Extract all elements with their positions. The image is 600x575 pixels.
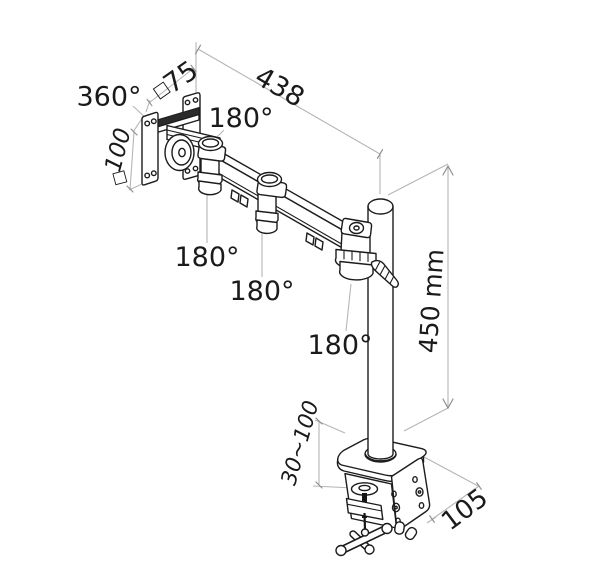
ext-line-clamp-depth (423, 456, 481, 488)
collar-band-lower (338, 260, 374, 281)
ticks-clamp-depth (429, 482, 482, 523)
clamp-screw-assembly (345, 482, 384, 531)
dim-line-clamp-depth (430, 485, 480, 521)
label-swivel-360: 360° (76, 82, 141, 113)
monitor-arm-drawing (141, 92, 431, 557)
ext-line-pole-height-bottom (403, 407, 449, 432)
clamp-screw-pin (363, 512, 367, 531)
pole-joint-housing (334, 217, 377, 281)
grommet-hole-icon (391, 490, 397, 498)
dimension-lines (126, 42, 482, 524)
arm-bar (215, 151, 358, 255)
screw-hole-icon (150, 118, 157, 125)
label-elbow-rotation-180: 180° (174, 242, 239, 273)
dim-line-vesa100 (129, 131, 135, 191)
handle-ball-end (364, 544, 375, 555)
clamp-jaw (345, 497, 384, 521)
elbow-joint (196, 135, 227, 196)
ext-line-clamp-depth-bottom (426, 516, 437, 524)
screw-hole-icon (144, 120, 151, 127)
clamp-feet (394, 521, 418, 541)
clamp-t-handle (335, 522, 393, 557)
dimension-labels: 360° □ 75 438 180° 100 □ 180° 180° 180° … (76, 55, 493, 537)
grommet-hole-icon (391, 502, 401, 513)
tilt-joint (164, 133, 195, 172)
handle-ball-end (335, 544, 347, 557)
screw-hole-icon (184, 168, 191, 174)
housing-dial-icon (348, 221, 365, 235)
screw-hole-icon (192, 97, 199, 103)
leader-pole-180 (345, 283, 352, 332)
ext-line-pole-height-top (387, 163, 449, 196)
handle-hub (360, 528, 370, 537)
dim-line-vesa75 (148, 67, 195, 104)
mid-joint (255, 171, 288, 235)
screw-hole-icon (150, 170, 157, 177)
screw-hole-icon (144, 172, 151, 179)
grommet-hole-icon (415, 487, 424, 497)
tightening-lever (370, 259, 399, 288)
grommet-hole-icon (418, 502, 425, 510)
ticks-vesa75 (146, 64, 197, 107)
label-head-rotation-180: 180° (208, 103, 273, 134)
label-clamp-range-30-100: 30~100 (277, 398, 325, 488)
vesa-plate-front (141, 111, 159, 186)
screw-hole-icon (184, 99, 191, 106)
housing-dial-center (353, 225, 360, 231)
grommet-hole-icon (412, 476, 418, 484)
arrows-pole-height (442, 164, 454, 410)
handle-ball-end (381, 522, 393, 535)
ticks-vesa100 (126, 128, 138, 193)
label-mid-rotation-180: 180° (229, 276, 294, 307)
pole-base-rim (364, 453, 397, 462)
ticks-arm-reach (194, 44, 384, 159)
label-clamp-depth-105: 105 (436, 483, 494, 537)
screw-hole-icon (192, 165, 199, 172)
cable-clips (230, 189, 324, 251)
label-pole-rotation-180: 180° (307, 330, 372, 361)
ticks-clamp-range (315, 417, 323, 489)
label-pole-height-450: 450 mm (413, 248, 449, 354)
ext-line-vesa100-bottom (128, 183, 143, 191)
dim-line-arm-reach (197, 48, 381, 155)
vesa-100-square-icon: □ (110, 165, 130, 187)
